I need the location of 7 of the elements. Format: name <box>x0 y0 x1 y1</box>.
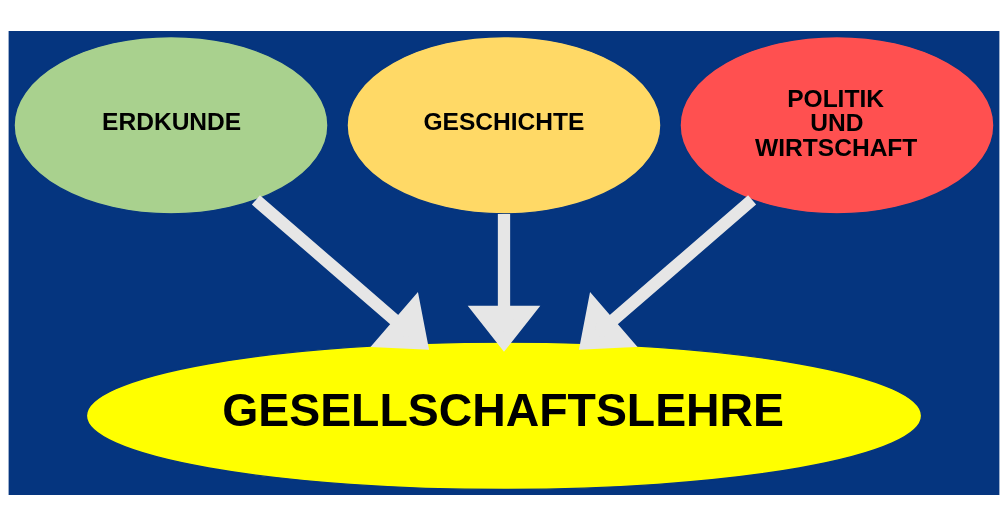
node-ellipse: GESCHICHTE <box>346 35 662 215</box>
arrow <box>467 214 541 352</box>
node-ellipse: POLITIK UND WIRTSCHAFT <box>679 35 995 215</box>
node-ellipse: GESELLSCHAFTSLEHRE <box>85 341 923 491</box>
node-ellipse: ERDKUNDE <box>13 35 329 215</box>
arrow <box>578 195 757 350</box>
arrow <box>251 195 430 350</box>
